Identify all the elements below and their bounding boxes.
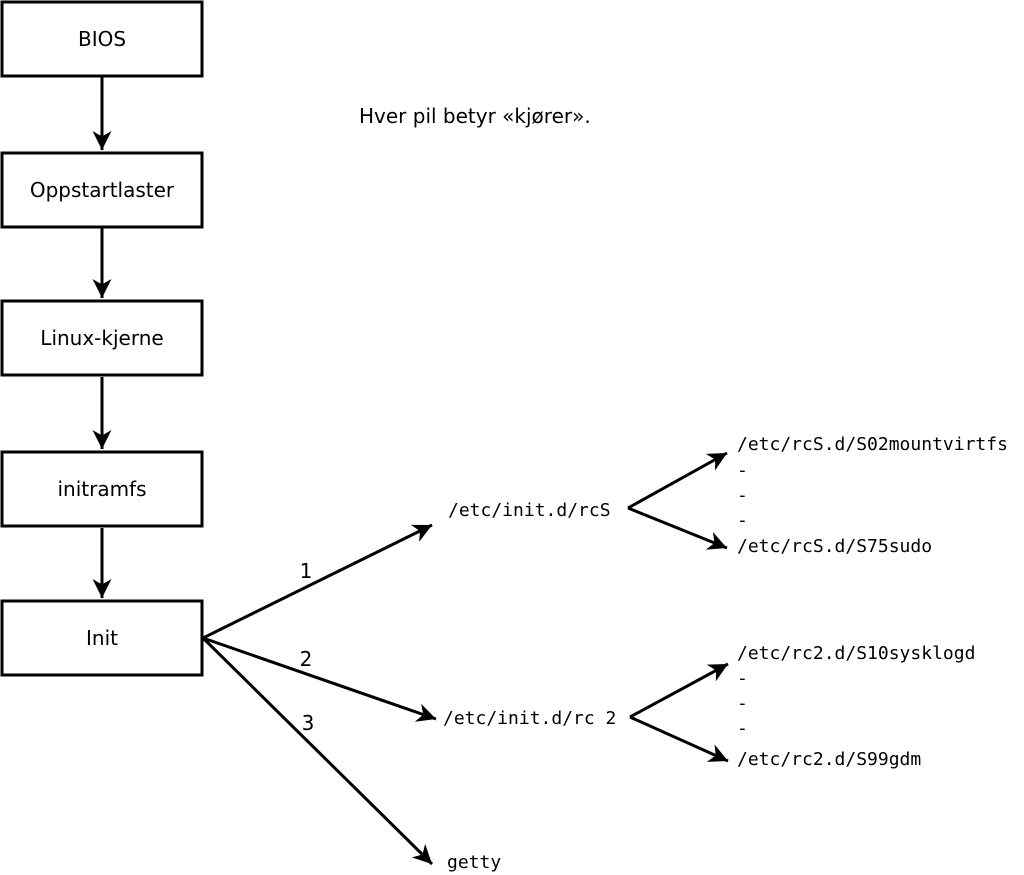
flow-node-bootloader [0,151,204,229]
arrow-rc2-to-last-script [629,715,729,763]
fan-arrow-label-1: 1 [300,559,313,583]
flow-node-initramfs [0,450,204,528]
arrow-init-to-getty [201,636,434,866]
flow-node-init [0,599,204,677]
rcS-script-item: /etc/rcS.d/S02mountvirtfs [737,434,1008,455]
flow-node-bios [0,0,204,78]
arrow-rcS-to-last-script [627,506,728,550]
rcS-script-ellipsis: - [737,485,748,506]
fan-arrow-label-3: 3 [302,711,315,735]
rcS-script-item: /etc/rcS.d/S75sudo [737,536,932,557]
target-getty-label: getty [447,852,501,873]
rc2-script-ellipsis: - [737,668,748,689]
arrow-init-to-rc2 [202,636,437,722]
fan-arrow-label-2: 2 [300,647,313,671]
rcS-script-ellipsis: - [737,460,748,481]
rc2-script-item: /etc/rc2.d/S99gdm [737,749,921,770]
rc2-script-item: /etc/rc2.d/S10sysklogd [737,643,975,664]
arrow-init-to-rcS [202,523,433,640]
rc2-script-ellipsis: - [737,718,748,739]
arrow-rcS-to-first-script [627,451,728,510]
flow-node-bootloader-label: Oppstartlaster [30,178,175,202]
arrow-rc2-to-first-script [629,662,729,719]
flow-node-init-label: Init [86,626,118,650]
flow-node-kernel-label: Linux-kjerne [40,326,163,350]
target-rcS-label: /etc/init.d/rcS [448,500,611,521]
legend-note: Hver pil betyr «kjører». [359,104,591,128]
flow-node-kernel [0,299,204,377]
flow-node-bios-label: BIOS [78,27,126,51]
rc2-script-ellipsis: - [737,693,748,714]
rcS-script-ellipsis: - [737,510,748,531]
target-rc2-label: /etc/init.d/rc 2 [443,708,616,729]
flow-node-initramfs-label: initramfs [57,477,146,501]
